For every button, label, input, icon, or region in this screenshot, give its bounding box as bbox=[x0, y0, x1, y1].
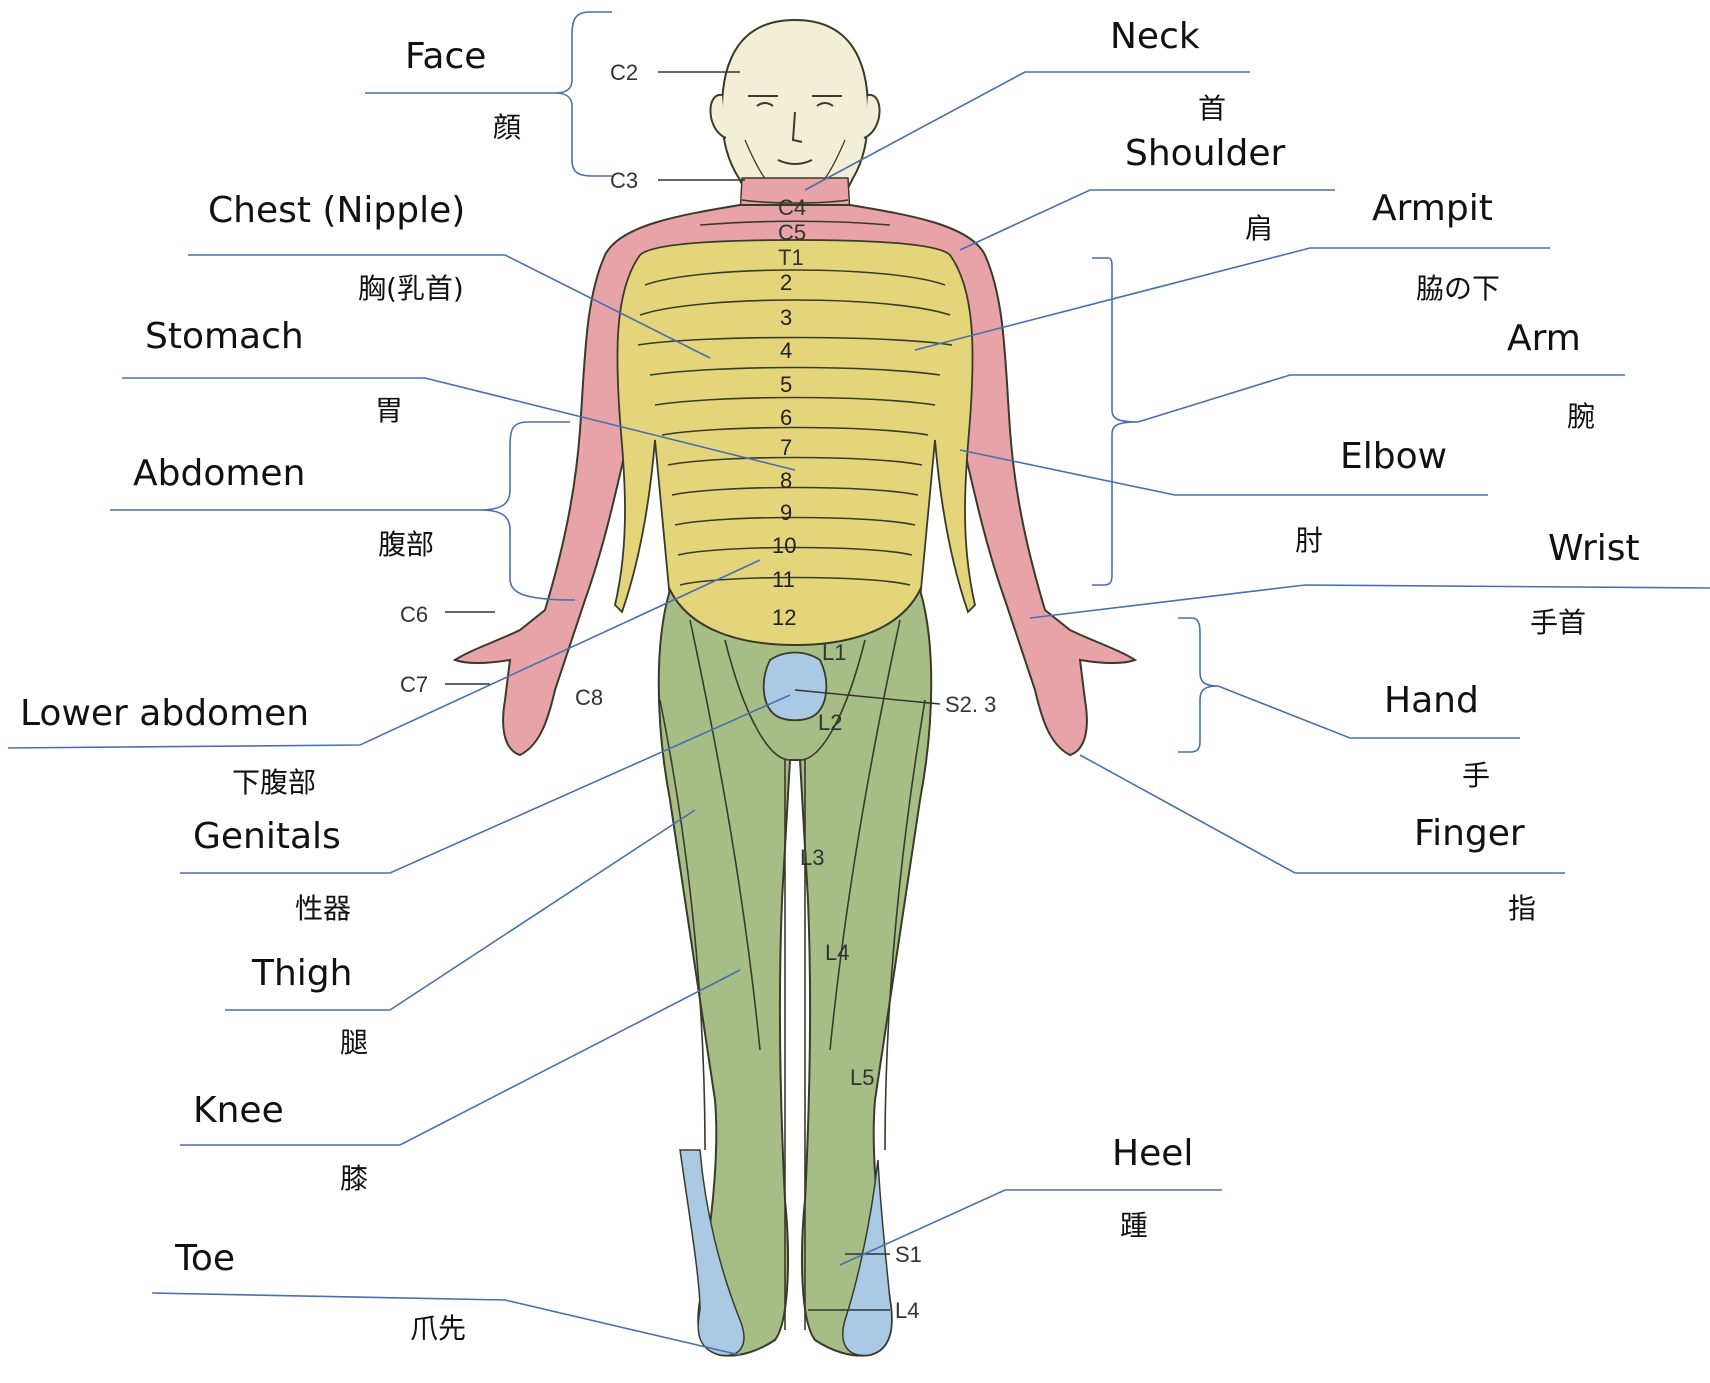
dermatome-l3: L3 bbox=[800, 845, 824, 870]
label-elbow-jp: 肘 bbox=[1295, 524, 1323, 557]
label-stomach-jp: 胃 bbox=[375, 394, 403, 427]
label-abdomen: Abdomen 腹部 bbox=[133, 453, 434, 561]
label-shoulder-en: Shoulder bbox=[1125, 133, 1286, 174]
dermatome-c4: C4 bbox=[778, 195, 806, 220]
label-hand: Hand 手 bbox=[1384, 680, 1490, 792]
thoracic-level-5: 5 bbox=[780, 372, 792, 397]
label-armpit-en: Armpit bbox=[1372, 188, 1493, 229]
dermatome-c2: C2 bbox=[610, 60, 638, 85]
label-heel: Heel 踵 bbox=[1112, 1133, 1193, 1242]
label-hand-en: Hand bbox=[1384, 680, 1479, 721]
thoracic-level-8: 8 bbox=[780, 468, 792, 493]
label-knee-jp: 膝 bbox=[340, 1162, 368, 1195]
label-chest-en: Chest (Nipple) bbox=[208, 190, 465, 231]
label-thigh-en: Thigh bbox=[251, 953, 352, 994]
thoracic-region bbox=[615, 240, 975, 648]
thoracic-level-10: 10 bbox=[772, 533, 796, 558]
label-knee: Knee 膝 bbox=[193, 1090, 368, 1195]
thoracic-level-7: 7 bbox=[780, 435, 792, 460]
label-stomach: Stomach 胃 bbox=[145, 316, 403, 427]
label-lower-abdomen-en: Lower abdomen bbox=[20, 693, 309, 734]
label-thigh: Thigh 腿 bbox=[251, 953, 368, 1059]
label-finger-jp: 指 bbox=[1508, 892, 1536, 925]
hand-bracket bbox=[1178, 618, 1218, 752]
label-genitals-jp: 性器 bbox=[295, 892, 351, 925]
dermatome-t1: T1 bbox=[778, 245, 804, 270]
label-knee-en: Knee bbox=[193, 1090, 284, 1131]
label-abdomen-jp: 腹部 bbox=[378, 528, 434, 561]
arm-bracket bbox=[1092, 258, 1138, 585]
dermatome-l4: L4 bbox=[825, 940, 849, 965]
label-abdomen-en: Abdomen bbox=[133, 453, 305, 494]
label-chest-jp: 胸(乳首) bbox=[358, 272, 464, 305]
label-face-jp: 顔 bbox=[493, 111, 521, 144]
label-wrist: Wrist 手首 bbox=[1530, 528, 1640, 639]
label-face: Face 顔 bbox=[405, 36, 521, 144]
thoracic-level-11: 11 bbox=[772, 567, 795, 592]
label-stomach-en: Stomach bbox=[145, 316, 304, 357]
label-wrist-jp: 手首 bbox=[1530, 606, 1586, 639]
label-shoulder: Shoulder 肩 bbox=[1125, 133, 1286, 245]
dermatome-s1: S1 bbox=[895, 1242, 922, 1267]
label-neck: Neck 首 bbox=[1110, 16, 1226, 125]
label-toe-jp: 爪先 bbox=[410, 1312, 466, 1345]
label-wrist-en: Wrist bbox=[1548, 528, 1640, 569]
dermatome-c6: C6 bbox=[400, 602, 428, 627]
dermatome-c3: C3 bbox=[610, 168, 638, 193]
thoracic-level-9: 9 bbox=[780, 500, 792, 525]
label-toe: Toe 爪先 bbox=[174, 1238, 466, 1345]
thoracic-level-4: 4 bbox=[780, 338, 792, 363]
thoracic-level-2: 2 bbox=[780, 270, 792, 295]
dermatome-c5: C5 bbox=[778, 220, 806, 245]
label-finger: Finger 指 bbox=[1414, 813, 1536, 925]
label-heel-jp: 踵 bbox=[1120, 1209, 1148, 1242]
label-neck-en: Neck bbox=[1110, 16, 1200, 57]
label-finger-en: Finger bbox=[1414, 813, 1525, 854]
label-elbow-en: Elbow bbox=[1340, 436, 1447, 477]
dermatome-l4-foot: L4 bbox=[895, 1298, 919, 1323]
label-armpit: Armpit 脇の下 bbox=[1372, 188, 1500, 305]
label-hand-jp: 手 bbox=[1462, 759, 1490, 792]
label-arm-en: Arm bbox=[1507, 318, 1581, 359]
label-arm-jp: 腕 bbox=[1567, 400, 1595, 433]
face-bracket bbox=[555, 12, 612, 176]
dermatome-s23: S2. 3 bbox=[945, 692, 996, 717]
label-lower-abdomen-jp: 下腹部 bbox=[232, 766, 316, 799]
label-armpit-jp: 脇の下 bbox=[1416, 272, 1500, 305]
label-face-en: Face bbox=[405, 36, 486, 77]
dermatome-c8: C8 bbox=[575, 685, 603, 710]
dermatome-c7: C7 bbox=[400, 672, 428, 697]
label-chest: Chest (Nipple) 胸(乳首) bbox=[208, 190, 465, 305]
label-thigh-jp: 腿 bbox=[340, 1026, 368, 1059]
dermatome-l1: L1 bbox=[822, 640, 846, 665]
dermatome-l5: L5 bbox=[850, 1065, 874, 1090]
label-neck-jp: 首 bbox=[1198, 92, 1226, 125]
thoracic-level-3: 3 bbox=[780, 305, 792, 330]
label-toe-en: Toe bbox=[174, 1238, 235, 1279]
thoracic-level-6: 6 bbox=[780, 405, 792, 430]
genital-sacral-region bbox=[764, 653, 827, 721]
label-heel-en: Heel bbox=[1112, 1133, 1193, 1174]
thoracic-level-12: 12 bbox=[772, 605, 796, 630]
label-elbow: Elbow 肘 bbox=[1295, 436, 1447, 557]
label-genitals: Genitals 性器 bbox=[193, 816, 351, 925]
label-shoulder-jp: 肩 bbox=[1245, 212, 1273, 245]
dermatome-l2: L2 bbox=[818, 710, 842, 735]
label-genitals-en: Genitals bbox=[193, 816, 341, 857]
